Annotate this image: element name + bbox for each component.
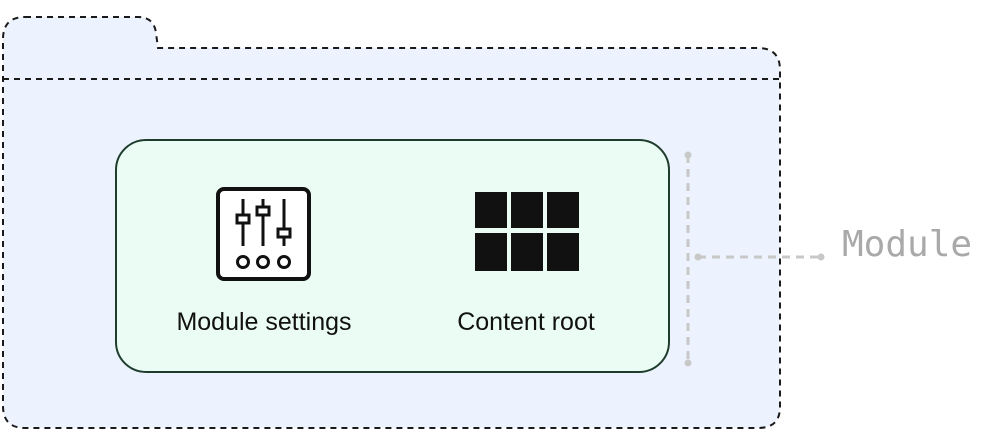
sliders-icon <box>216 187 311 281</box>
module-contents-panel <box>115 139 670 373</box>
module-label: Module <box>842 224 973 265</box>
module-bracket <box>686 155 820 363</box>
grid-icon <box>475 192 579 271</box>
content-root-label: Content root <box>457 308 595 336</box>
module-settings-label: Module settings <box>176 308 352 336</box>
bracket-endpoints <box>684 151 825 367</box>
